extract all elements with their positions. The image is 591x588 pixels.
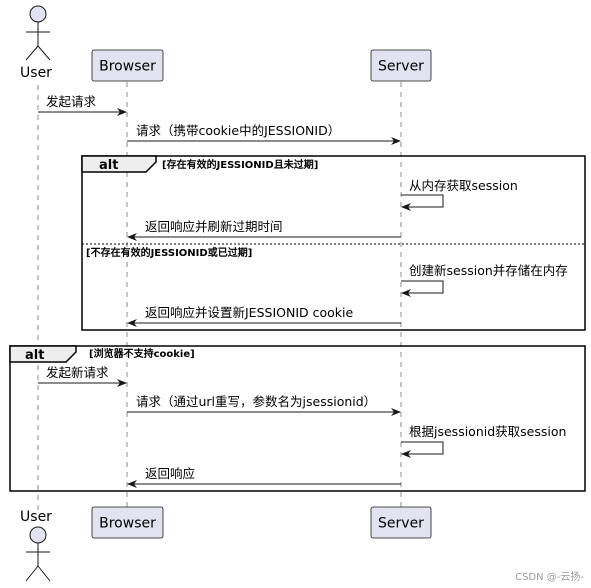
message-create-new-session: 创建新session并存储在内存 bbox=[401, 263, 568, 297]
message-send-new-request: 发起新请求 bbox=[38, 365, 127, 387]
alt-frame-tab bbox=[81, 155, 157, 173]
actor-user-bottom: User bbox=[20, 509, 52, 582]
stick-figure-icon bbox=[25, 5, 51, 61]
message-request-url-rewrite: 请求（通过url重写，参数名为jsessionid） bbox=[127, 394, 401, 416]
participant-server-label-top: Server bbox=[378, 59, 424, 75]
message-return-set-cookie: 返回响应并设置新JESSIONID cookie bbox=[127, 305, 401, 327]
watermark: CSDN @-云扬- bbox=[515, 570, 584, 583]
alt-frame-condition: [存在有效的JESSIONID且未过期] bbox=[162, 158, 318, 171]
alt-frame-kind: alt bbox=[99, 158, 118, 173]
message-return-refresh-expiry: 返回响应并刷新过期时间 bbox=[127, 219, 401, 241]
actor-user-label-bottom: User bbox=[20, 509, 52, 525]
message-return-refresh-expiry-label: 返回响应并刷新过期时间 bbox=[145, 219, 283, 234]
message-get-session-by-jsessionid: 根据jsessionid获取session bbox=[401, 424, 566, 458]
alt-frame-no-cookie-support: alt [浏览器不支持cookie] bbox=[9, 345, 586, 492]
alt-frame-kind: alt bbox=[25, 348, 44, 363]
participant-browser-label-top: Browser bbox=[99, 59, 156, 75]
message-get-session-by-jsessionid-label: 根据jsessionid获取session bbox=[409, 424, 566, 439]
message-create-new-session-label: 创建新session并存储在内存 bbox=[409, 263, 568, 278]
message-send-request-label: 发起请求 bbox=[46, 94, 97, 109]
participant-server-bottom: Server bbox=[370, 506, 432, 539]
participant-server-top: Server bbox=[370, 49, 432, 82]
actor-user-label-top: User bbox=[20, 65, 52, 81]
message-request-with-cookie-label: 请求（携带cookie中的JESSIONID） bbox=[136, 123, 340, 138]
stick-figure-icon bbox=[25, 526, 51, 582]
participant-browser-bottom: Browser bbox=[91, 506, 164, 539]
message-send-request: 发起请求 bbox=[38, 94, 127, 116]
participant-browser-label-bottom: Browser bbox=[99, 516, 156, 532]
actor-user-top: User bbox=[20, 5, 52, 81]
message-return-response-label: 返回响应 bbox=[145, 466, 195, 481]
message-request-url-rewrite-label: 请求（通过url重写，参数名为jsessionid） bbox=[136, 394, 376, 409]
alt-frame-condition: [浏览器不支持cookie] bbox=[89, 347, 195, 360]
message-return-set-cookie-label: 返回响应并设置新JESSIONID cookie bbox=[145, 305, 353, 320]
message-send-new-request-label: 发起新请求 bbox=[46, 365, 109, 380]
alt-frame-tab bbox=[9, 345, 77, 363]
message-get-session-from-memory: 从内存获取session bbox=[401, 178, 518, 211]
participant-browser-top: Browser bbox=[91, 49, 164, 82]
message-request-with-cookie: 请求（携带cookie中的JESSIONID） bbox=[127, 123, 401, 145]
message-get-session-from-memory-label: 从内存获取session bbox=[409, 178, 518, 193]
alt-frame-session-valid: alt [存在有效的JESSIONID且未过期] [不存在有效的JESSIONI… bbox=[81, 155, 586, 331]
alt-else-condition: [不存在有效的JESSIONID或已过期] bbox=[86, 246, 252, 259]
message-return-response: 返回响应 bbox=[127, 466, 401, 488]
participant-server-label-bottom: Server bbox=[378, 516, 424, 532]
